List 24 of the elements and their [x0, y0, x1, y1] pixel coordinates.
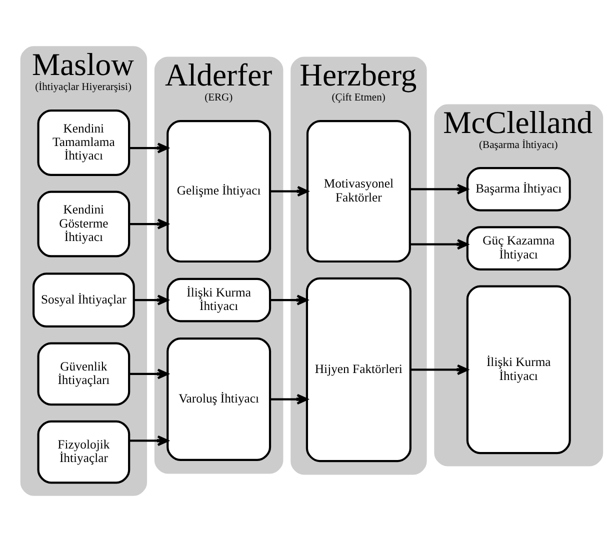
node-box: Gelişme İhtiyacı — [166, 120, 272, 262]
node-box: Kendini Gösterme İhtiyacı — [37, 190, 130, 257]
node-box: Güvenlik İhtiyaçları — [37, 342, 130, 406]
arrow — [129, 218, 169, 229]
arrow — [134, 294, 169, 305]
arrow — [129, 142, 169, 153]
arrow — [129, 434, 169, 446]
arrow — [270, 185, 308, 196]
arrow — [410, 183, 468, 194]
node-box: Başarma İhtiyacı — [466, 166, 571, 211]
node-box: Sosyal İhtiyaçlar — [32, 272, 135, 327]
node-box: Motivasyonel Faktörler — [306, 120, 411, 262]
arrow — [270, 294, 308, 305]
node-box: Hijyen Faktörleri — [306, 276, 412, 462]
node-box: Kendini Tamamlama İhtiyacı — [37, 108, 130, 176]
arrow — [410, 238, 468, 250]
node-box: Varoluş İhtiyacı — [166, 337, 272, 461]
arrow — [129, 368, 169, 379]
node-box: İlişki Kurma İhtiyacı — [166, 277, 272, 322]
arrow — [410, 364, 468, 375]
arrow — [270, 393, 308, 404]
node-box: Güç Kazamna İhtiyacı — [466, 226, 571, 270]
node-box: Fizyolojik İhtiyaçlar — [37, 420, 130, 484]
node-box: İlişki Kurma İhtiyacı — [466, 284, 571, 454]
